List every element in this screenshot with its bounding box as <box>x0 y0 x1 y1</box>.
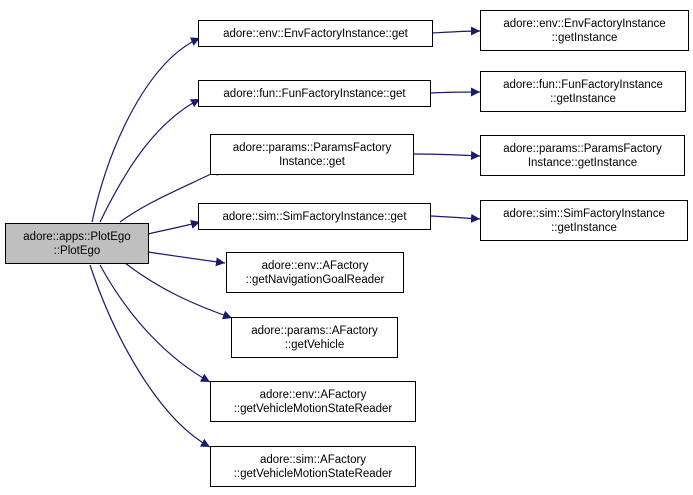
node-env-vehicle-motion-state-reader-line-2: ::getVehicleMotionStateReader <box>233 402 393 415</box>
edge-sim-get-to-sim-inst <box>430 213 481 223</box>
node-fun-factory-getinstance-line-1: adore::fun::FunFactoryInstance <box>503 78 663 91</box>
node-env-factory-getinstance-line-2: ::getInstance <box>551 31 618 44</box>
node-params-factory-getinstance-line-2: Instance::getInstance <box>527 156 638 169</box>
node-env-factory-getinstance-line-1: adore::env::EnvFactoryInstance <box>503 17 666 30</box>
node-params-factory-get-line-2: Instance::get <box>279 155 345 168</box>
node-sim-factory-getinstance-line-1: adore::sim::SimFactoryInstance <box>503 207 665 220</box>
node-params-factory-get-line-1: adore::params::ParamsFactory <box>232 141 392 154</box>
node-params-factory-getinstance-line-1: adore::params::ParamsFactory <box>503 142 662 155</box>
node-params-get-vehicle-line-1: adore::params::AFactory <box>251 324 378 337</box>
node-fun-factory-get-line-1: adore::fun::FunFactoryInstance::get <box>223 87 406 100</box>
node-params-factory-get[interactable]: adore::params::ParamsFactory Instance::g… <box>210 134 414 175</box>
node-params-factory-getinstance[interactable]: adore::params::ParamsFactory Instance::g… <box>480 135 685 176</box>
edge-root-to-sim-get <box>147 219 201 235</box>
edge-fun-get-to-fun-inst <box>430 87 481 97</box>
node-plotego-line-2: ::PlotEgo <box>53 244 101 257</box>
edge-root-to-env-motion <box>99 264 211 383</box>
node-params-get-vehicle-line-2: ::getVehicle <box>284 338 345 351</box>
node-sim-factory-getinstance-line-2: ::getInstance <box>551 221 617 234</box>
node-sim-vehicle-motion-state-reader-line-2: ::getVehicleMotionStateReader <box>233 467 393 480</box>
node-sim-vehicle-motion-state-reader[interactable]: adore::sim::AFactory ::getVehicleMotionS… <box>210 446 416 487</box>
node-params-get-vehicle[interactable]: adore::params::AFactory ::getVehicle <box>231 317 398 358</box>
node-plotego-line-1: adore::apps::PlotEgo <box>23 230 131 243</box>
node-fun-factory-get[interactable]: adore::fun::FunFactoryInstance::get <box>198 80 431 107</box>
node-env-navigation-goal-reader-line-2: ::getNavigationGoalReader <box>245 273 385 286</box>
node-sim-vehicle-motion-state-reader-line-1: adore::sim::AFactory <box>259 453 367 466</box>
edge-root-to-params-vehicle <box>124 262 233 320</box>
node-env-navigation-goal-reader[interactable]: adore::env::AFactory ::getNavigationGoal… <box>226 252 404 293</box>
node-fun-factory-getinstance[interactable]: adore::fun::FunFactoryInstance ::getInst… <box>480 71 686 112</box>
edge-params-get-to-params-inst <box>413 151 481 161</box>
node-sim-factory-get-line-1: adore::sim::SimFactoryInstance::get <box>222 210 407 223</box>
node-env-vehicle-motion-state-reader-line-1: adore::env::AFactory <box>259 388 367 401</box>
node-sim-factory-get[interactable]: adore::sim::SimFactoryInstance::get <box>198 203 431 230</box>
node-plotego[interactable]: adore::apps::PlotEgo ::PlotEgo <box>5 223 149 264</box>
edge-root-to-env-nav <box>147 251 226 267</box>
node-sim-factory-getinstance[interactable]: adore::sim::SimFactoryInstance ::getInst… <box>480 200 688 241</box>
edge-root-to-env-get <box>91 37 201 223</box>
node-env-vehicle-motion-state-reader[interactable]: adore::env::AFactory ::getVehicleMotionS… <box>210 381 416 422</box>
node-fun-factory-getinstance-line-2: ::getInstance <box>550 92 616 105</box>
edge-root-to-fun-get <box>99 98 201 223</box>
edge-root-to-sim-motion <box>89 264 211 448</box>
node-env-factory-getinstance[interactable]: adore::env::EnvFactoryInstance ::getInst… <box>480 10 689 51</box>
node-env-factory-get-line-1: adore::env::EnvFactoryInstance::get <box>223 27 408 40</box>
node-env-navigation-goal-reader-line-1: adore::env::AFactory <box>261 259 369 272</box>
edge-env-get-to-env-inst <box>432 26 481 36</box>
node-env-factory-get[interactable]: adore::env::EnvFactoryInstance::get <box>198 20 433 47</box>
